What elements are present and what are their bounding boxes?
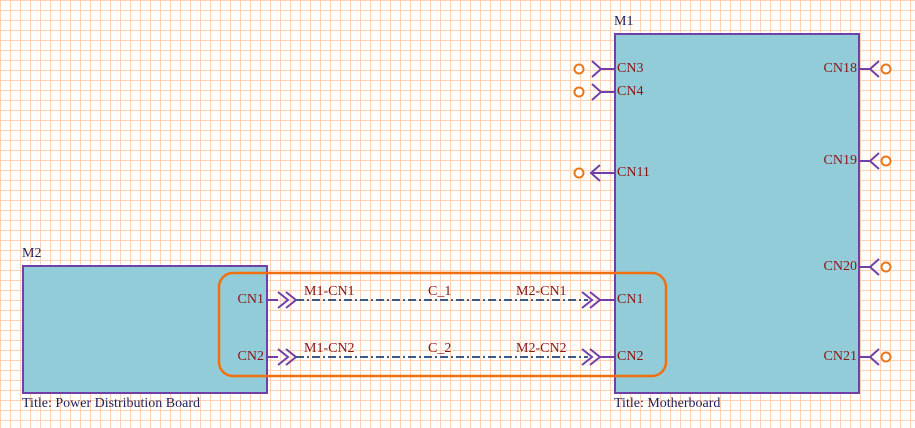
wire-c2-from-label: M1-CN2 xyxy=(304,341,355,356)
wire-c2-cable-label: C_2 xyxy=(428,341,452,356)
m2-port-label-cn1: CN1 xyxy=(237,292,264,307)
m1-port-label-cn4: CN4 xyxy=(617,84,644,99)
m1-port-cn18-connector[interactable] xyxy=(860,60,892,78)
wire-c1-cable-label: C_1 xyxy=(428,284,452,299)
m1-port-label-cn20: CN20 xyxy=(823,259,857,274)
m2-block[interactable] xyxy=(22,265,268,394)
m2-port-label-cn2: CN2 xyxy=(237,349,264,364)
m1-title: Title: Motherboard xyxy=(614,396,721,411)
selection-highlight xyxy=(217,271,668,378)
m1-port-label-cn2: CN2 xyxy=(617,349,644,364)
m1-block[interactable] xyxy=(614,33,860,394)
wire-c1-to-label: M2-CN1 xyxy=(516,284,567,299)
m1-port-cn19-connector[interactable] xyxy=(860,152,892,170)
m1-port-cn1-arrow[interactable] xyxy=(581,291,614,309)
wire-c1-from-label: M1-CN1 xyxy=(304,284,355,299)
m1-port-label-cn11: CN11 xyxy=(617,165,650,180)
m1-port-label-cn3: CN3 xyxy=(617,61,644,76)
m1-port-cn21-connector[interactable] xyxy=(860,348,892,366)
m1-port-cn3-connector[interactable] xyxy=(573,60,615,78)
m2-port-cn1-arrow[interactable] xyxy=(268,291,298,309)
m1-port-cn4-connector[interactable] xyxy=(573,83,615,101)
wire-c2-to-label: M2-CN2 xyxy=(516,341,567,356)
m2-port-cn2-arrow[interactable] xyxy=(268,348,298,366)
m1-port-cn2-arrow[interactable] xyxy=(581,348,614,366)
m1-port-label-cn21: CN21 xyxy=(823,349,857,364)
m1-port-label-cn18: CN18 xyxy=(823,61,857,76)
m1-port-label-cn19: CN19 xyxy=(823,153,857,168)
m1-port-label-cn1: CN1 xyxy=(617,292,644,307)
m1-port-cn20-connector[interactable] xyxy=(860,258,892,276)
m2-title: Title: Power Distribution Board xyxy=(22,396,200,411)
m2-designator: M2 xyxy=(22,246,42,261)
m1-port-cn11-connector[interactable] xyxy=(573,164,615,182)
m1-designator: M1 xyxy=(614,14,634,29)
